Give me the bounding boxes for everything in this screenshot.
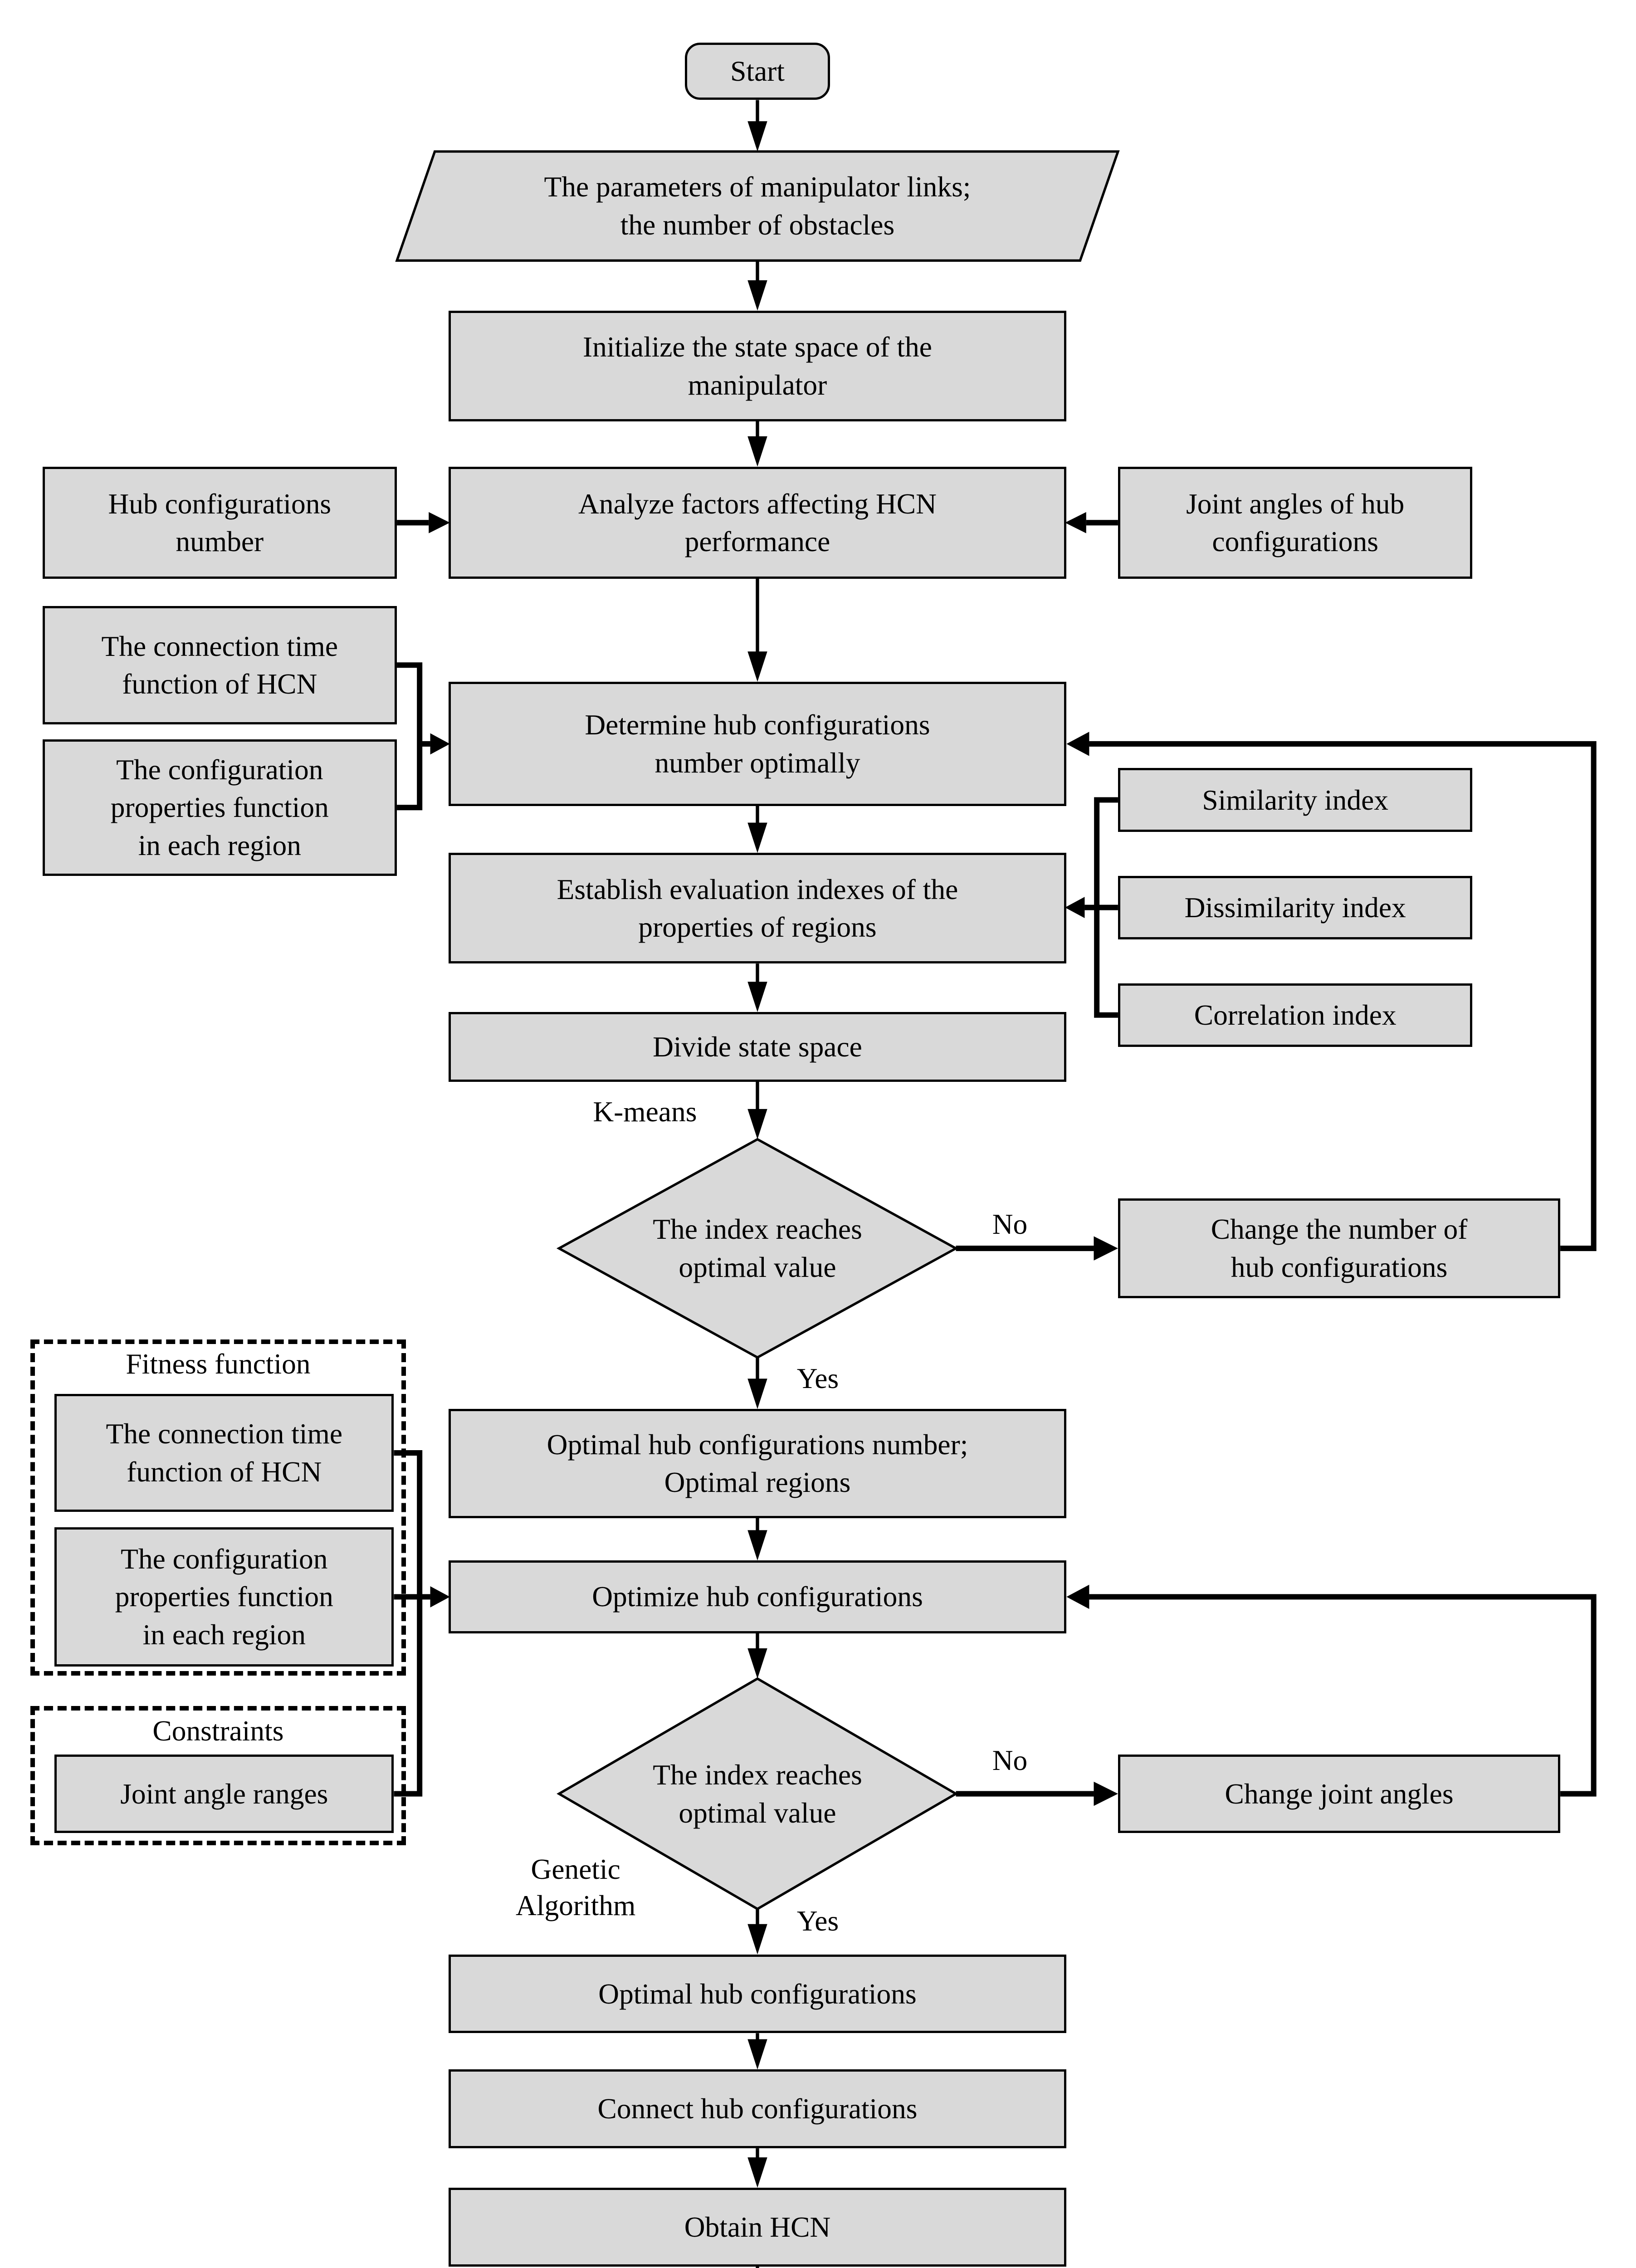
- arrow-decision2-yes: [747, 1909, 767, 1955]
- node-joint-angles: Joint angles of hub configurations: [1118, 466, 1473, 579]
- arrow-establish-to-divide: [747, 963, 767, 1012]
- group-constraints: Constraints: [30, 1706, 406, 1846]
- label-yes-1: Yes: [796, 1362, 839, 1395]
- arrow-divide-to-decision1: [747, 1081, 767, 1139]
- node-connection-time-function-2: The connection time function of HCN: [54, 1393, 394, 1512]
- feedback-changenumber-to-determine: [1066, 732, 1597, 1251]
- node-initialize-state-space: Initialize the state space of the manipu…: [448, 310, 1067, 421]
- group-fitness-title: Fitness function: [126, 1348, 311, 1380]
- arrow-optimalnumber-to-optimize: [747, 1518, 767, 1561]
- arrow-decision1-no: [956, 1236, 1118, 1261]
- arrow-optimalconfigs-to-connect: [747, 2033, 767, 2070]
- group-fitness-function: Fitness function: [30, 1339, 406, 1676]
- arrow-optimize-to-decision2: [747, 1633, 767, 1679]
- node-determine-hub-configurations-number: Determine hub configurations number opti…: [448, 682, 1067, 806]
- node-input-parameters: The parameters of manipulator links; the…: [544, 171, 971, 241]
- arrow-decision1-yes: [747, 1357, 767, 1409]
- node-analyze-factors: Analyze factors affecting HCN performanc…: [448, 466, 1067, 579]
- arrow-initialize-to-analyze: [747, 421, 767, 467]
- arrow-obtain-to-end: [756, 2266, 759, 2268]
- node-connect-hub-configurations: Connect hub configurations: [448, 2069, 1067, 2149]
- node-configuration-properties-function-1: The configuration properties function in…: [42, 739, 397, 876]
- bracket-functions-to-determine: [397, 662, 450, 811]
- io-parallelogram: [395, 150, 1120, 262]
- arrow-determine-to-establish: [747, 806, 767, 853]
- node-hub-configurations-number: Hub configurations number: [42, 466, 397, 579]
- node-start: Start: [684, 42, 830, 100]
- node-optimal-number-regions: Optimal hub configurations number; Optim…: [448, 1409, 1067, 1518]
- node-dissimilarity-index: Dissimilarity index: [1118, 875, 1473, 939]
- arrow-input-to-initialize: [747, 260, 767, 311]
- arrow-decision2-no: [956, 1781, 1118, 1806]
- node-change-hub-configurations-number: Change the number of hub configurations: [1118, 1198, 1561, 1299]
- node-joint-angle-ranges: Joint angle ranges: [54, 1754, 394, 1833]
- node-configuration-properties-function-2: The configuration properties function in…: [54, 1527, 394, 1667]
- node-change-joint-angles: Change joint angles: [1118, 1754, 1561, 1833]
- node-similarity-index: Similarity index: [1118, 768, 1473, 832]
- node-correlation-index: Correlation index: [1118, 983, 1473, 1047]
- label-no-1: No: [992, 1207, 1028, 1240]
- node-optimal-hub-configurations: Optimal hub configurations: [448, 1954, 1067, 2033]
- decision-2-text: The index reaches optimal value: [653, 1758, 862, 1829]
- arrow-hubnumber-to-analyze: [397, 512, 450, 533]
- label-yes-2: Yes: [796, 1905, 839, 1937]
- node-establish-evaluation-indexes: Establish evaluation indexes of the prop…: [448, 853, 1067, 964]
- bracket-fitness-constraints-to-optimize: [394, 1450, 450, 1797]
- arrow-connect-to-obtain: [747, 2148, 767, 2188]
- node-connection-time-function-1: The connection time function of HCN: [42, 606, 397, 724]
- arrow-jointangles-to-analyze: [1065, 512, 1118, 533]
- arrow-analyze-to-determine: [747, 578, 767, 682]
- arrow-start-to-input: [747, 100, 767, 152]
- decision-1-text: The index reaches optimal value: [653, 1213, 862, 1284]
- node-optimize-hub-configurations: Optimize hub configurations: [448, 1560, 1067, 1633]
- label-no-2: No: [992, 1744, 1028, 1776]
- node-obtain-hcn: Obtain HCN: [448, 2187, 1067, 2267]
- bracket-indexes-to-establish: [1065, 797, 1118, 1018]
- feedback-changeangles-to-optimize: [1066, 1584, 1597, 1797]
- group-constraints-title: Constraints: [152, 1714, 284, 1747]
- label-kmeans: K-means: [593, 1095, 697, 1128]
- label-genetic-algorithm: Genetic Algorithm: [516, 1853, 636, 1921]
- node-divide-state-space: Divide state space: [448, 1012, 1067, 1082]
